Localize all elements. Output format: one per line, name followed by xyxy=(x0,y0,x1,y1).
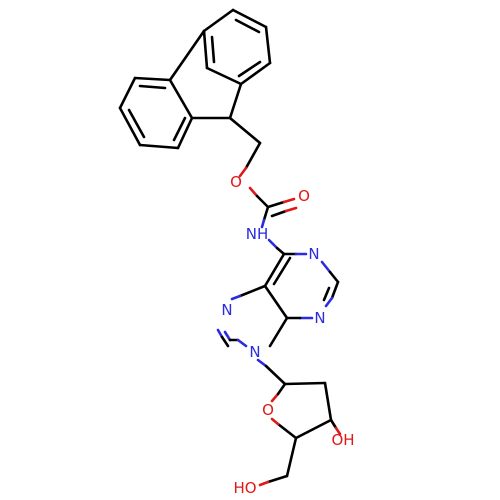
bond xyxy=(138,143,180,150)
aromatic-inner-bond xyxy=(237,60,262,78)
bond xyxy=(264,25,272,65)
bond xyxy=(231,8,268,29)
bond xyxy=(268,316,289,348)
bond xyxy=(294,418,333,440)
fluorenyl-group xyxy=(118,8,272,150)
bond xyxy=(202,8,235,33)
bond xyxy=(238,166,248,178)
bond xyxy=(118,76,137,110)
hydroxyl-5-label: HO xyxy=(233,479,256,497)
aromatic-inner-bond xyxy=(210,35,216,64)
bond xyxy=(205,66,243,86)
aromatic-inner-bond xyxy=(234,18,261,34)
bond xyxy=(264,364,287,386)
carbamate-linker xyxy=(238,141,298,256)
bond xyxy=(276,382,287,396)
ether-oxygen-label: O xyxy=(230,173,242,191)
bond xyxy=(256,358,268,368)
double-bond xyxy=(272,256,292,286)
bond xyxy=(263,252,286,288)
deoxyribose-ring xyxy=(258,381,342,487)
bond xyxy=(262,205,270,222)
bond xyxy=(328,270,340,284)
bond xyxy=(168,78,194,120)
bond xyxy=(202,29,209,70)
bond xyxy=(244,141,262,170)
bond xyxy=(276,422,298,440)
bond xyxy=(255,194,270,209)
bond xyxy=(270,392,280,403)
bond xyxy=(168,29,206,82)
aromatic-inner-bond xyxy=(172,116,187,142)
ring-oxygen-label: O xyxy=(262,401,274,419)
bond xyxy=(118,106,142,147)
hydroxyl-3-label: OH xyxy=(331,431,354,449)
bond xyxy=(266,200,286,209)
purine-n1-label: N xyxy=(308,245,319,263)
bond xyxy=(228,116,262,145)
bond xyxy=(228,82,243,120)
purine-ring xyxy=(216,252,340,386)
bond xyxy=(283,381,327,386)
bond xyxy=(239,61,272,86)
double-bond xyxy=(270,209,288,218)
bond xyxy=(285,436,298,478)
bond xyxy=(330,280,340,300)
bond xyxy=(176,116,194,150)
bond xyxy=(263,284,289,320)
bond xyxy=(258,480,270,487)
bond xyxy=(236,338,248,348)
bond xyxy=(223,330,232,342)
aromatic-inner-bond xyxy=(138,84,167,90)
double-bond xyxy=(322,286,331,302)
double-bond xyxy=(220,335,230,348)
bond xyxy=(230,294,242,301)
bond xyxy=(275,246,286,256)
bond xyxy=(329,418,338,430)
bond xyxy=(323,381,333,422)
bond xyxy=(267,238,279,250)
amide-nh-label: NH xyxy=(246,225,269,243)
bond xyxy=(266,474,289,484)
bond xyxy=(260,218,266,229)
bond xyxy=(238,284,267,298)
aromatic-inner-bond xyxy=(127,108,146,139)
bond xyxy=(270,417,280,426)
bond xyxy=(334,426,342,436)
purine-n7-label: N xyxy=(221,301,232,319)
double-bond xyxy=(282,197,296,204)
bond xyxy=(133,76,172,82)
purine-n9-label: N xyxy=(249,343,260,361)
atom-labels: O O NH N N N N O OH HO xyxy=(221,173,354,497)
bond xyxy=(324,296,334,308)
bond xyxy=(320,260,332,274)
carbonyl-oxygen-label: O xyxy=(298,187,310,205)
double-bond xyxy=(284,206,298,213)
purine-n3-label: N xyxy=(314,309,325,327)
bond xyxy=(248,186,259,198)
double-bond xyxy=(216,328,224,339)
